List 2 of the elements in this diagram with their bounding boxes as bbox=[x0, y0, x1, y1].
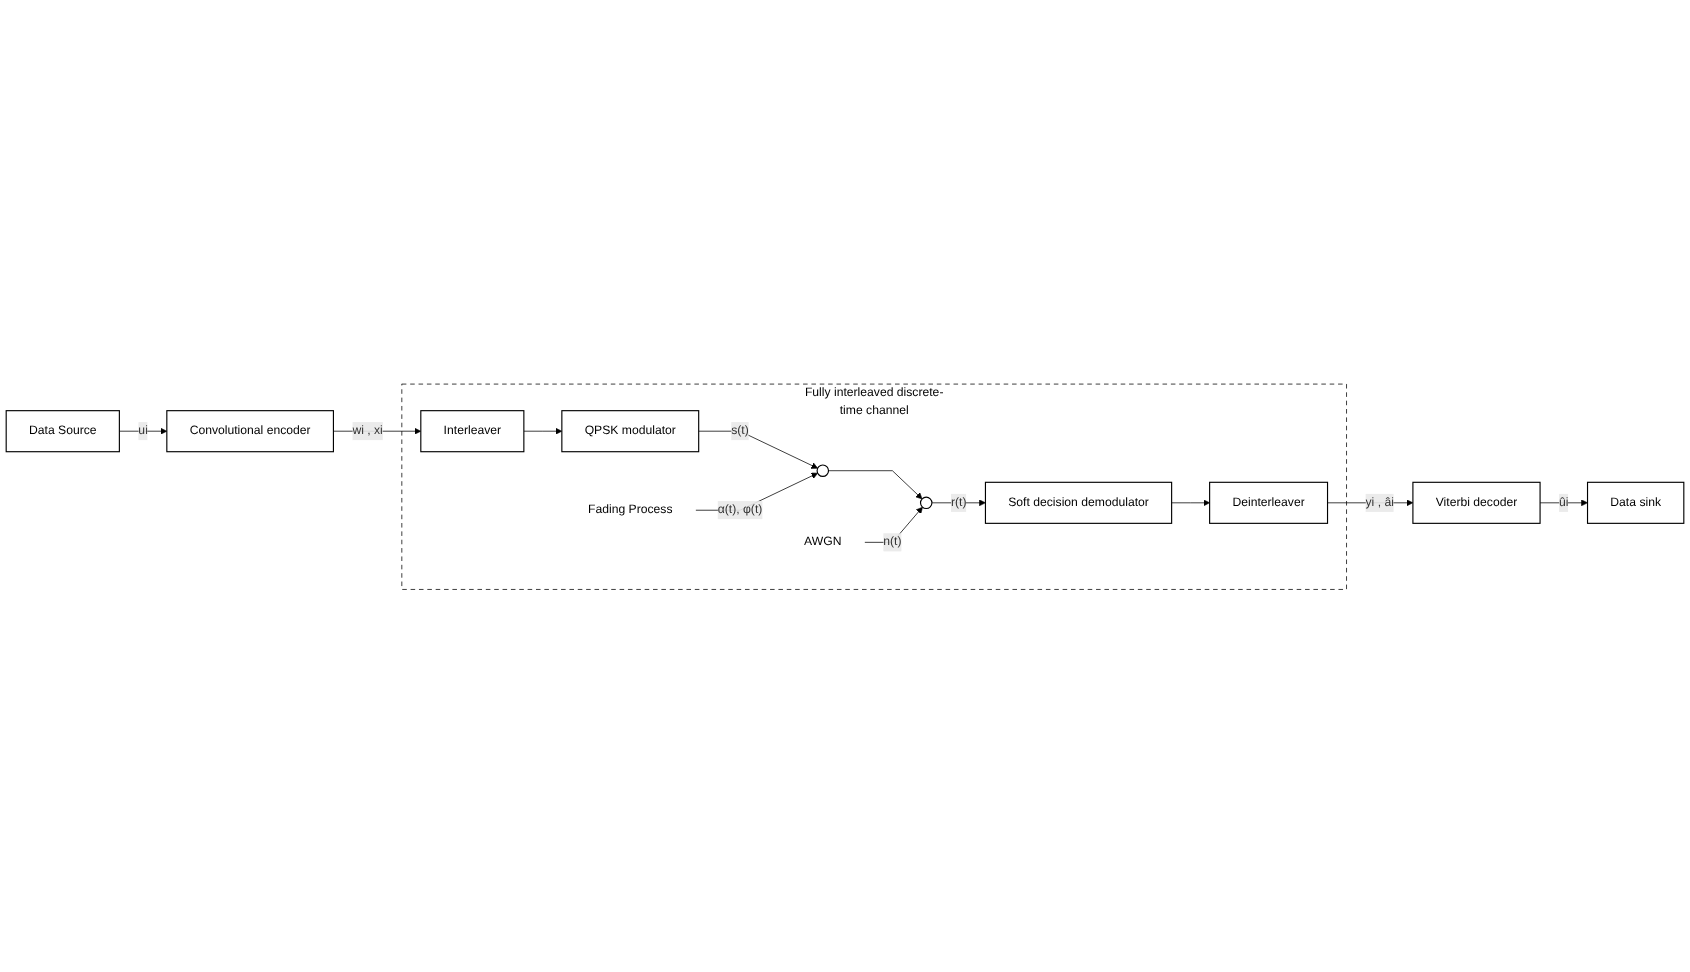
node-circle bbox=[816, 463, 830, 477]
node-circle bbox=[919, 495, 933, 509]
